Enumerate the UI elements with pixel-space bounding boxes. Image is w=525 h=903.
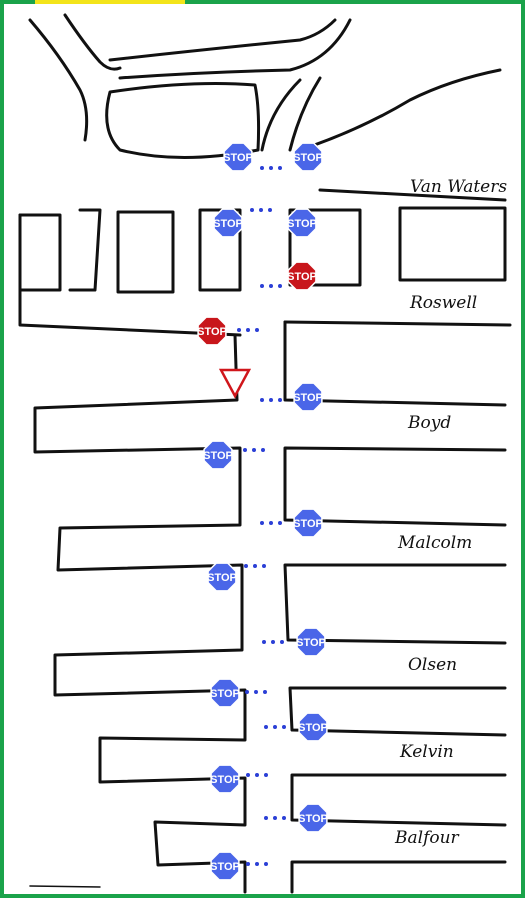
- stop-sign-icon: STOP: [223, 142, 253, 172]
- stop-sign-octagon: [293, 508, 323, 538]
- dots-6: [243, 448, 265, 452]
- dots-10: [245, 690, 267, 694]
- stop-sign-octagon: [210, 851, 240, 881]
- dots-4: [237, 328, 259, 332]
- stop-sign-octagon: [287, 208, 317, 238]
- dots-14: [246, 862, 268, 866]
- dots-3: [260, 284, 282, 288]
- stop-sign-octagon: [296, 627, 326, 657]
- stop-sign-label: STOP: [223, 152, 253, 164]
- stop-sign-label: STOP: [210, 688, 240, 700]
- stop-sign-octagon: [210, 764, 240, 794]
- stop-sign-icon: STOP: [203, 440, 233, 470]
- stop-sign-label: STOP: [287, 218, 317, 230]
- stop-sign-label: STOP: [210, 774, 240, 786]
- street-label-olsen: Olsen: [408, 655, 457, 675]
- stop-sign-label: STOP: [287, 271, 317, 283]
- stop-sign-label: STOP: [207, 572, 237, 584]
- stop-sign-octagon: [213, 208, 243, 238]
- stop-sign-icon: STOP: [197, 316, 227, 346]
- stop-sign-octagon: [293, 142, 323, 172]
- road-outlines: [18, 13, 512, 894]
- dots-8: [244, 564, 266, 568]
- stop-sign-icon: STOP: [210, 764, 240, 794]
- dots-7: [260, 521, 282, 525]
- dots-9: [262, 640, 284, 644]
- dots-13: [264, 816, 286, 820]
- stop-sign-octagon: [298, 712, 328, 742]
- stop-sign-octagon: [293, 382, 323, 412]
- stop-sign-label: STOP: [213, 218, 243, 230]
- street-labels: Van Waters Roswell Boyd Malcolm Olsen Ke…: [394, 177, 507, 848]
- stop-sign-icon: STOP: [210, 851, 240, 881]
- dots-5: [260, 398, 282, 402]
- stop-sign-label: STOP: [210, 861, 240, 873]
- street-label-balfour: Balfour: [394, 828, 460, 848]
- stop-sign-label: STOP: [298, 813, 328, 825]
- stop-sign-icon: STOP: [210, 678, 240, 708]
- stop-sign-icon: STOP: [213, 208, 243, 238]
- stop-sign-octagon: [207, 562, 237, 592]
- street-label-boyd: Boyd: [407, 413, 451, 433]
- stop-sign-octagon: [197, 316, 227, 346]
- stop-sign-octagon: [223, 142, 253, 172]
- stop-sign-label: STOP: [293, 518, 323, 530]
- stop-sign-octagon: [203, 440, 233, 470]
- stop-sign-icon: STOP: [298, 712, 328, 742]
- street-label-roswell: Roswell: [409, 293, 477, 313]
- stop-sign-octagon: [298, 803, 328, 833]
- stop-sign-octagon: [210, 678, 240, 708]
- stop-sign-icon: STOP: [207, 562, 237, 592]
- street-label-kelvin: Kelvin: [399, 742, 454, 762]
- stop-sign-icon: STOP: [296, 627, 326, 657]
- stop-sign-icon: STOP: [287, 208, 317, 238]
- yield-sign-icon: [218, 368, 252, 399]
- stop-signs: STOP STOP STOP STOP STOP STOP STOP STOP STOP STOP…: [197, 142, 328, 881]
- crosswalk-dots: [237, 166, 286, 866]
- stop-sign-icon: STOP: [293, 382, 323, 412]
- stop-sign-icon: STOP: [293, 142, 323, 172]
- stop-sign-icon: STOP: [293, 508, 323, 538]
- stop-sign-label: STOP: [293, 392, 323, 404]
- stop-sign-label: STOP: [197, 326, 227, 338]
- dots-11: [264, 725, 286, 729]
- stop-sign-label: STOP: [203, 450, 233, 462]
- dots-1: [260, 166, 282, 170]
- stop-sign-icon: STOP: [298, 803, 328, 833]
- street-label-malcolm: Malcolm: [397, 533, 472, 553]
- dots-2: [250, 208, 272, 212]
- stop-sign-label: STOP: [293, 152, 323, 164]
- dots-12: [246, 773, 268, 777]
- frame-top-accent: [35, 0, 185, 4]
- stop-sign-label: STOP: [296, 637, 326, 649]
- stop-sign-octagon: [287, 261, 317, 291]
- stop-sign-label: STOP: [298, 722, 328, 734]
- stop-sign-icon: STOP: [287, 261, 317, 291]
- street-label-van-waters: Van Waters: [410, 177, 507, 197]
